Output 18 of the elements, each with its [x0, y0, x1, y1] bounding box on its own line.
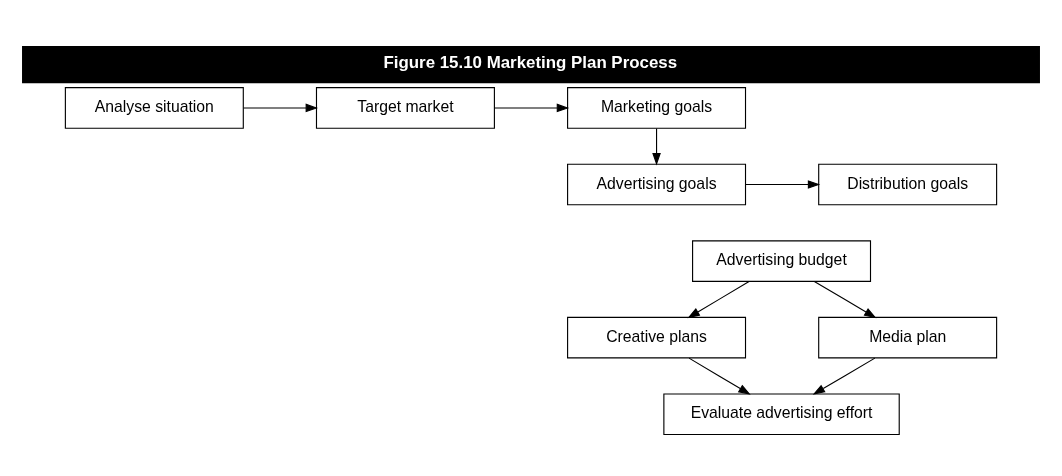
arrow [812, 357, 876, 395]
node-box: Target market [315, 87, 495, 129]
arrow [652, 128, 661, 166]
node-box: Distribution goals [818, 163, 998, 206]
diagram-title: Figure 15.10 Marketing Plan Process [383, 52, 678, 72]
arrow [745, 180, 821, 189]
node-box: Advertising budget [692, 240, 872, 282]
arrow [687, 280, 750, 319]
arrow [688, 357, 751, 395]
arrow [494, 103, 570, 113]
node-box: Evaluate advertising effort [663, 393, 900, 436]
node-box: Marketing goals [567, 87, 747, 129]
arrow [813, 280, 877, 319]
arrow [243, 103, 318, 113]
node-box: Analyse situation [64, 87, 244, 129]
node-box: Advertising goals [567, 163, 747, 206]
node-box: Media plan [818, 316, 998, 359]
node-box: Creative plans [567, 316, 747, 359]
